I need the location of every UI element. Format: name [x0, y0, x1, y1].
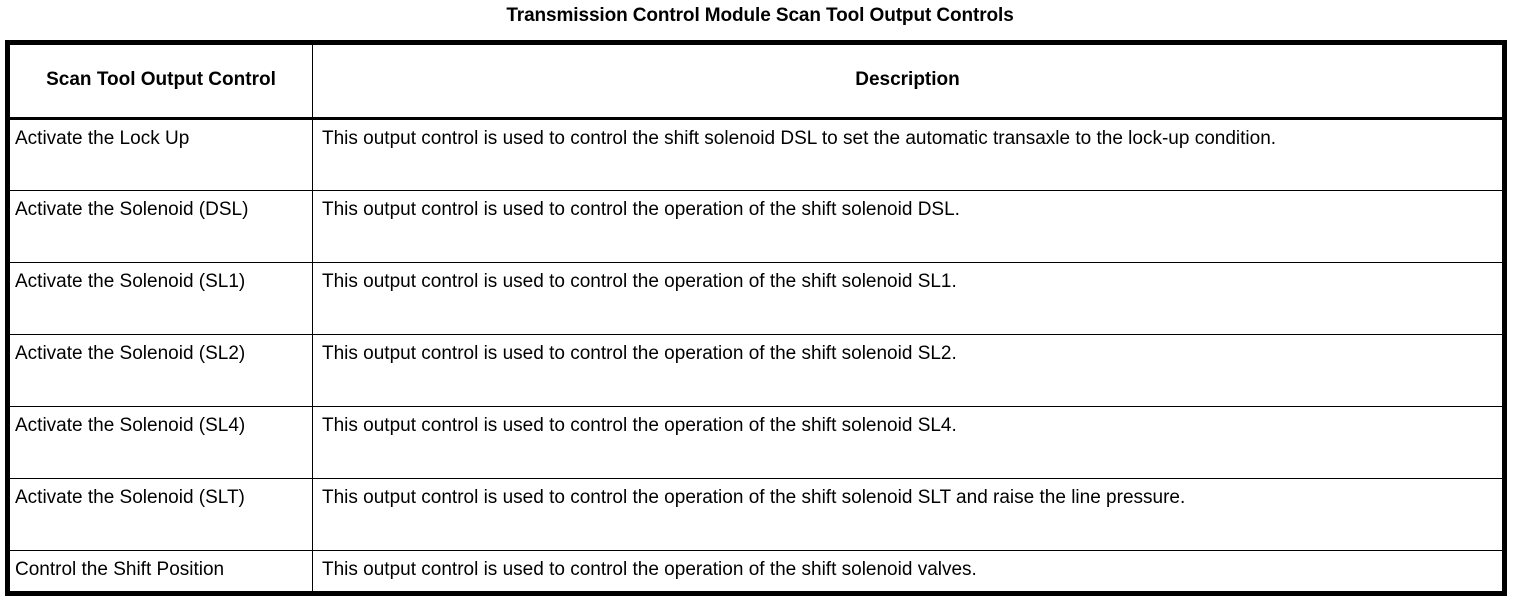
table-row: Control the Shift Position This output c… — [9, 550, 1503, 592]
cell-control: Activate the Solenoid (SL2) — [9, 334, 313, 407]
cell-description: This output control is used to control t… — [312, 190, 1503, 263]
table-body: Activate the Lock Up This output control… — [9, 118, 1503, 592]
table-header-row: Scan Tool Output Control Description — [9, 44, 1503, 120]
table-row: Activate the Lock Up This output control… — [9, 118, 1503, 191]
cell-description: This output control is used to control t… — [312, 550, 1503, 592]
cell-description: This output control is used to control t… — [312, 262, 1503, 335]
scan-tool-output-controls-table-wrapper: Scan Tool Output Control Description Act… — [5, 40, 1507, 596]
cell-description: This output control is used to control t… — [312, 334, 1503, 407]
cell-description: This output control is used to control t… — [312, 406, 1503, 479]
table-row: Activate the Solenoid (SL2) This output … — [9, 334, 1503, 407]
column-header-scan-tool-output-control: Scan Tool Output Control — [9, 44, 313, 120]
table-row: Activate the Solenoid (DSL) This output … — [9, 190, 1503, 263]
cell-control: Activate the Solenoid (DSL) — [9, 190, 313, 263]
cell-control: Control the Shift Position — [9, 550, 313, 592]
cell-control: Activate the Solenoid (SL4) — [9, 406, 313, 479]
table-header: Scan Tool Output Control Description — [9, 44, 1503, 120]
scan-tool-output-controls-table: Scan Tool Output Control Description Act… — [9, 44, 1503, 592]
page-title: Transmission Control Module Scan Tool Ou… — [506, 5, 1014, 26]
table-row: Activate the Solenoid (SL1) This output … — [9, 262, 1503, 335]
cell-description: This output control is used to control t… — [312, 118, 1503, 191]
cell-control: Activate the Solenoid (SL1) — [9, 262, 313, 335]
cell-description: This output control is used to control t… — [312, 478, 1503, 551]
cell-control: Activate the Solenoid (SLT) — [9, 478, 313, 551]
table-row: Activate the Solenoid (SL4) This output … — [9, 406, 1503, 479]
column-header-description: Description — [312, 44, 1503, 120]
table-row: Activate the Solenoid (SLT) This output … — [9, 478, 1503, 551]
cell-control: Activate the Lock Up — [9, 118, 313, 191]
